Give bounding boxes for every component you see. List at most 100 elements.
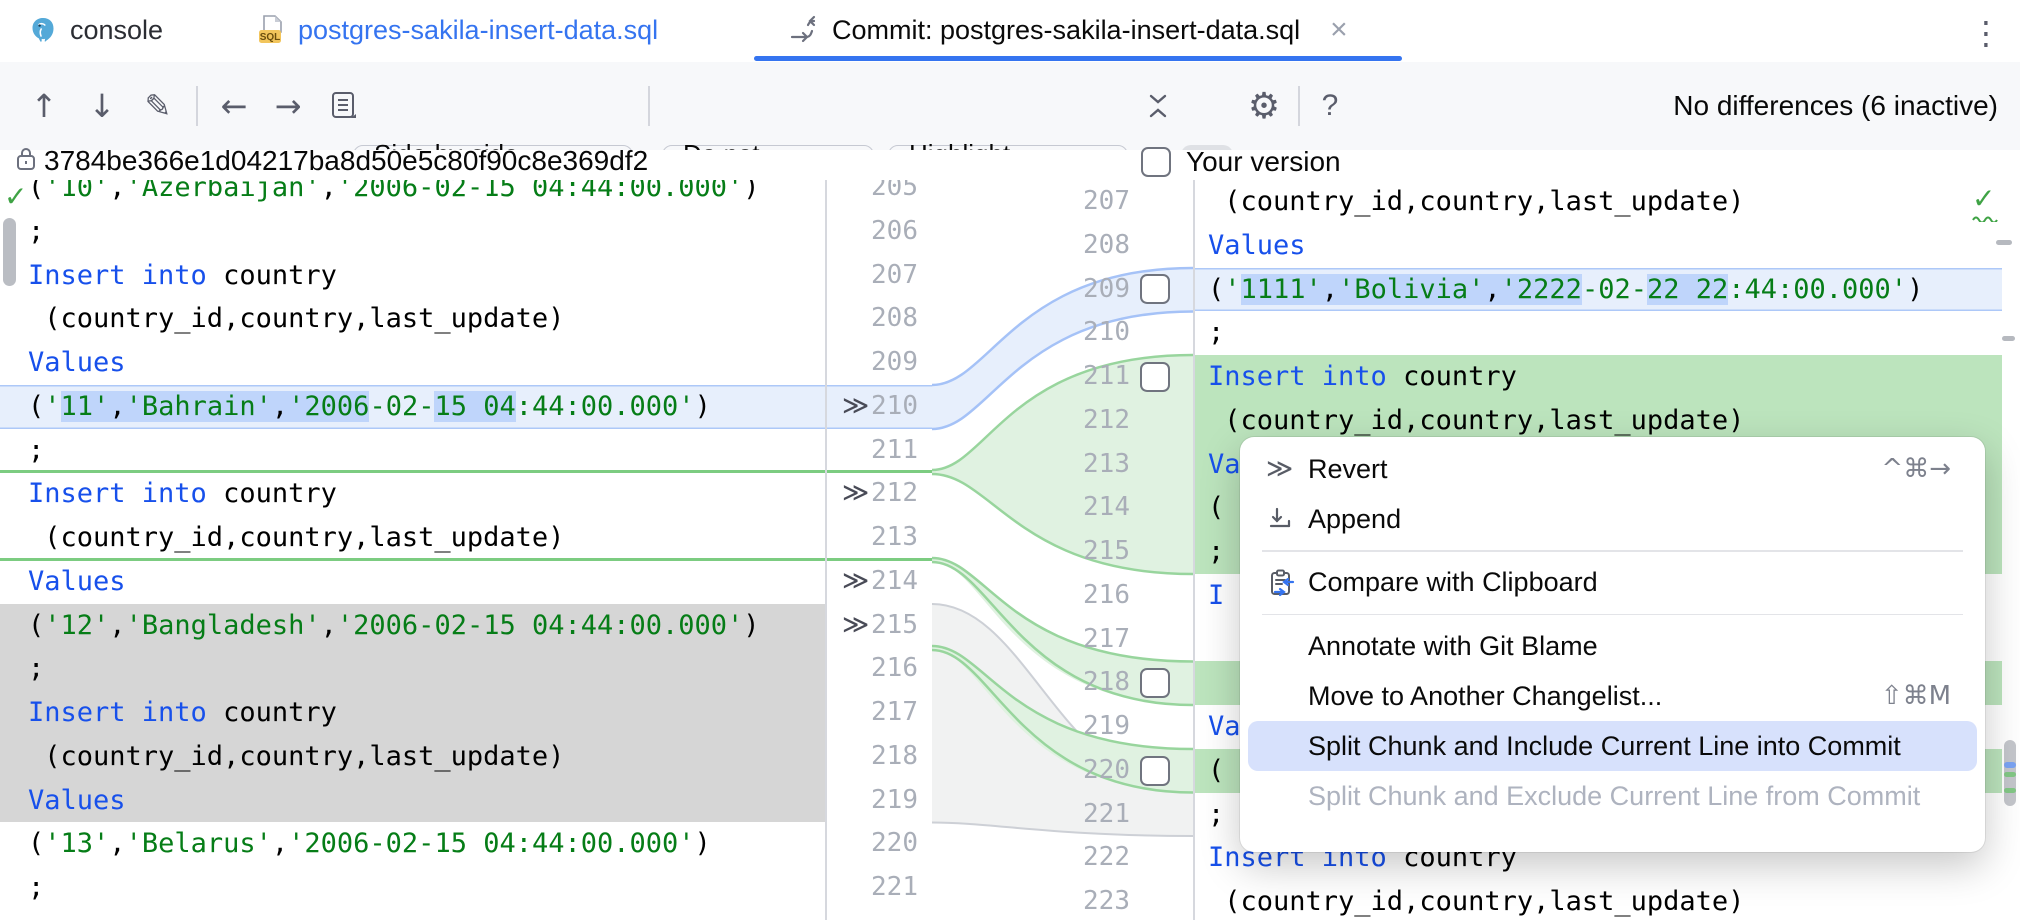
- code-line: ('11','Bahrain','2006-02-15 04:44:00.000…: [0, 384, 932, 429]
- scrollbar-mark: [2002, 336, 2015, 341]
- active-tab-underline: [754, 56, 1402, 61]
- code-line: ('12','Bangladesh','2006-02-15 04:44:00.…: [0, 603, 825, 648]
- code-line: ;: [28, 872, 45, 903]
- lock-icon: [14, 144, 38, 174]
- gear-settings-icon[interactable]: ⚙: [1247, 85, 1281, 127]
- tab-commit-active[interactable]: Commit: postgres-sakila-insert-data.sql …: [786, 0, 1348, 60]
- scrollbar-diff-mark-blue: [2004, 762, 2016, 768]
- code-line: ('10','Azerbaijan','2006-02-15 04:44:00.…: [28, 180, 760, 203]
- clipboard-icon: [1266, 568, 1308, 598]
- code-line: ;: [28, 215, 45, 247]
- revert-icon: ≫: [1266, 454, 1293, 484]
- apply-all-check-icon[interactable]: ✓: [4, 180, 28, 213]
- revert-chunk-icon[interactable]: ≫: [842, 390, 869, 421]
- code-line: Values: [1208, 229, 1306, 261]
- code-line: (country_id,country,last_update): [1208, 186, 1745, 217]
- scrollbar-mark: [1996, 240, 2012, 245]
- menu-item-shortcut: ⇧⌘M: [1880, 681, 1951, 711]
- collapse-unchanged-icon[interactable]: [1138, 62, 1178, 150]
- code-line: (country_id,country,last_update): [1194, 398, 2002, 443]
- include-line-checkbox[interactable]: [1140, 274, 1170, 305]
- code-line: Insert into country: [1194, 355, 2002, 399]
- inspections-squiggle-icon: [1972, 216, 1998, 222]
- code-line: Values: [0, 778, 825, 823]
- diff-toolbar: ↑ ↓ ✎ ← → Side-by-side viewer ▼ Do not i…: [0, 62, 2020, 200]
- help-icon[interactable]: ?: [1321, 89, 1339, 122]
- code-line: ('13','Belarus','2006-02-15 04:44:00.000…: [28, 828, 711, 860]
- changed-files-list-icon[interactable]: [322, 62, 366, 150]
- postgresql-elephant-icon: [28, 15, 58, 45]
- menu-divider: [1262, 613, 1963, 615]
- svg-text:SQL: SQL: [260, 32, 281, 43]
- scrollbar-diff-mark-green: [2004, 788, 2016, 793]
- code-line: ;: [1208, 317, 1225, 349]
- code-line: (country_id,country,last_update): [28, 522, 565, 553]
- include-line-checkbox[interactable]: [1140, 668, 1170, 699]
- more-options-kebab-icon[interactable]: ⋮: [1970, 14, 2002, 52]
- scrollbar-diff-mark-green: [2004, 772, 2016, 777]
- code-line: ;: [1208, 798, 1225, 830]
- code-line: ;: [28, 434, 45, 466]
- code-line: (country_id,country,last_update): [0, 734, 825, 779]
- code-line: ;: [0, 647, 825, 691]
- menu-item-label: Revert: [1308, 453, 1388, 484]
- code-line: Values: [28, 347, 126, 378]
- revert-chunk-icon[interactable]: ≫: [842, 478, 869, 509]
- edit-pencil-icon[interactable]: ✎: [144, 87, 172, 125]
- menu-item-label: Append: [1308, 503, 1402, 534]
- diff-status-text: No differences (6 inactive): [1673, 90, 1998, 121]
- tab-sql-file[interactable]: SQL postgres-sakila-insert-data.sql: [256, 0, 658, 60]
- diff-titles-row: 3784be366e1d04217ba8d50e5c80f90c8e369df2…: [0, 145, 2020, 180]
- menu-item-move-to-another-changelist[interactable]: Move to Another Changelist... ⇧⌘M: [1248, 671, 1977, 721]
- insertion-separator: [0, 557, 932, 561]
- menu-item-split-chunk-and-include-current-line-into-commit[interactable]: Split Chunk and Include Current Line int…: [1248, 721, 1977, 771]
- code-line: (country_id,country,last_update): [28, 303, 565, 335]
- inspections-ok-icon[interactable]: ✓: [1972, 182, 1996, 215]
- include-line-checkbox[interactable]: [1140, 361, 1170, 392]
- diff-arrows-icon: [786, 13, 820, 47]
- left-scrollbar-thumb[interactable]: [3, 218, 16, 286]
- code-line: Values: [28, 565, 126, 597]
- close-tab-icon[interactable]: ×: [1330, 13, 1348, 46]
- toolbar-divider: [648, 86, 650, 126]
- toolbar-divider: [196, 86, 198, 126]
- editor-tab-bar: console SQL postgres-sakila-insert-data.…: [0, 0, 2020, 63]
- sql-file-icon: SQL: [256, 14, 286, 46]
- diff-connector-bands: [932, 266, 1193, 837]
- menu-item-label: Split Chunk and Exclude Current Line fro…: [1308, 780, 1921, 811]
- code-line: Va: [1208, 711, 1241, 742]
- tab-console-label: console: [70, 14, 164, 45]
- next-difference-icon[interactable]: →: [274, 87, 302, 125]
- menu-item-label: Annotate with Git Blame: [1308, 630, 1598, 661]
- previous-difference-icon[interactable]: ←: [220, 87, 248, 125]
- menu-item-append[interactable]: Append: [1248, 494, 1977, 544]
- menu-item-label: Move to Another Changelist...: [1308, 680, 1663, 711]
- include-line-checkbox[interactable]: [1140, 755, 1170, 786]
- menu-item-label: Compare with Clipboard: [1308, 567, 1598, 597]
- code-line: ('1111','Bolivia','2222-02-22 22:44:00.0…: [1194, 267, 2002, 312]
- revert-chunk-icon[interactable]: ≫: [842, 609, 869, 640]
- prev-change-up-icon[interactable]: ↑: [30, 87, 58, 125]
- menu-item-split-chunk-and-exclude-current-line-from-commit: Split Chunk and Exclude Current Line fro…: [1248, 771, 1977, 821]
- menu-item-revert[interactable]: ≫ Revert ^⌘→: [1248, 444, 1977, 494]
- menu-item-label: Split Chunk and Include Current Line int…: [1308, 730, 1901, 761]
- insertion-separator: [0, 470, 932, 474]
- tab-sql-file-label: postgres-sakila-insert-data.sql: [298, 14, 659, 45]
- menu-item-compare-with-clipboard[interactable]: Compare with Clipboard: [1248, 558, 1977, 608]
- append-icon: [1266, 505, 1308, 533]
- menu-item-shortcut: ^⌘→: [1881, 454, 1951, 484]
- menu-divider: [1262, 550, 1963, 552]
- left-pane-border: [825, 180, 827, 920]
- menu-item-annotate-with-git-blame[interactable]: Annotate with Git Blame: [1248, 621, 1977, 671]
- next-change-down-icon[interactable]: ↓: [88, 87, 116, 125]
- code-line: I: [1208, 579, 1225, 611]
- toolbar-divider: [1298, 86, 1300, 126]
- left-editor-pane: ('10','Azerbaijan','2006-02-15 04:44:00.…: [0, 180, 932, 920]
- revert-chunk-icon[interactable]: ≫: [842, 565, 869, 596]
- tab-console[interactable]: console: [28, 0, 163, 60]
- code-line: Insert into country: [0, 691, 825, 735]
- your-version-checkbox[interactable]: [1141, 147, 1171, 177]
- right-pane-border: [1193, 180, 1195, 920]
